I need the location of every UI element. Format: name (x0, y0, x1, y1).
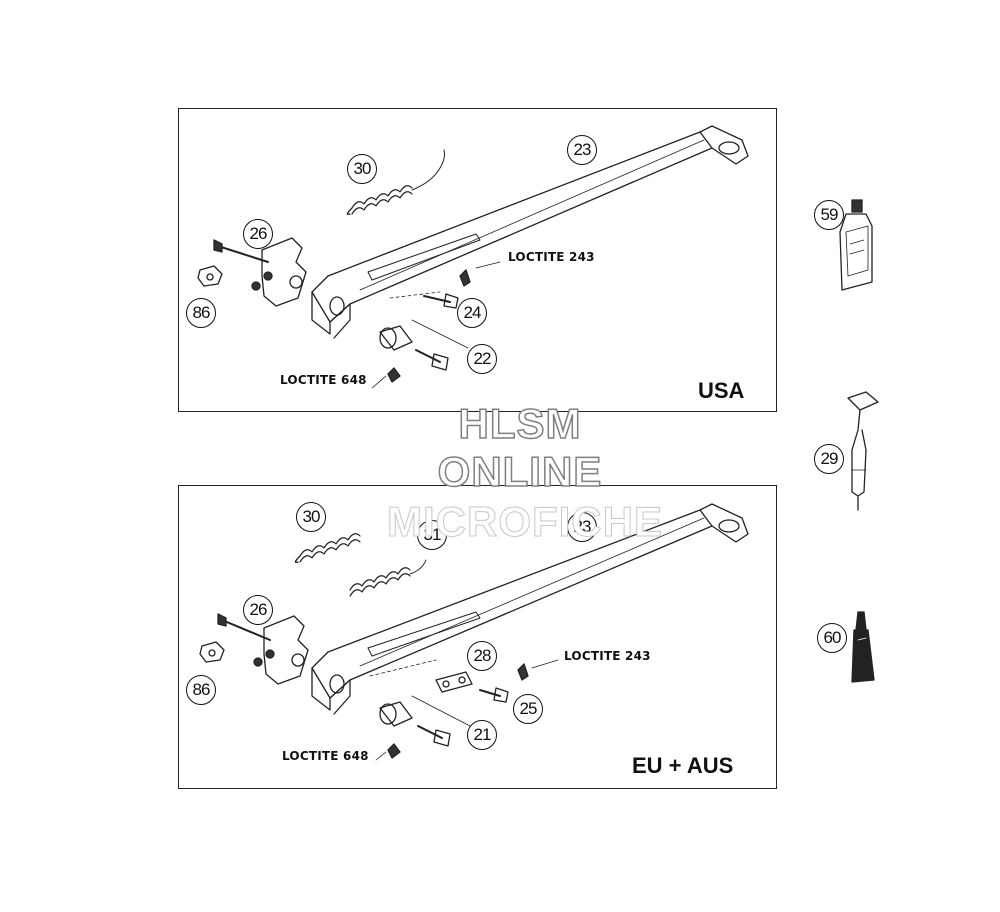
usa-callout-nut: 86 (186, 298, 216, 328)
eu-callout-nut: 86 (186, 675, 216, 705)
usa-region-label: USA (698, 378, 745, 403)
eu-callout-screw: 25 (513, 694, 543, 724)
usa-callout-pivot: 26 (243, 219, 273, 249)
usa-callout-stand: 23 (567, 135, 597, 165)
eu-callout-plate: 28 (467, 641, 497, 671)
usa-callout-screw: 24 (457, 298, 487, 328)
tube-drawing (851, 611, 875, 683)
usa-side-stand-drawing (197, 125, 749, 389)
watermark-line-1: HLSM (458, 399, 582, 448)
callout-loctite-bottle: 59 (814, 200, 844, 230)
usa-callout-spring: 30 (347, 154, 377, 184)
watermark-line-3: MICROFICHE (387, 498, 663, 546)
eu-loctite-243-label: LOCTITE 243 (564, 649, 651, 663)
eu-callout-pivot: 26 (243, 595, 273, 625)
watermark-line-2: ONLINE (437, 447, 603, 496)
eu-callout-bushing: 21 (467, 720, 497, 750)
usa-loctite-243-label: LOCTITE 243 (508, 250, 595, 264)
eu-region-label: EU + AUS (632, 753, 734, 778)
callout-tool: 29 (814, 444, 844, 474)
eu-side-stand-drawing (199, 503, 749, 761)
tool-drawing (847, 391, 879, 511)
eu-callout-spring-b: 31 (417, 520, 447, 550)
eu-callout-spring-a: 30 (296, 502, 326, 532)
loctite-bottle-drawing (839, 199, 873, 291)
eu-loctite-648-label: LOCTITE 648 (282, 749, 369, 763)
eu-callout-stand: 23 (567, 512, 597, 542)
callout-tube: 60 (817, 623, 847, 653)
usa-loctite-648-label: LOCTITE 648 (280, 373, 367, 387)
usa-callout-bushing: 22 (467, 344, 497, 374)
